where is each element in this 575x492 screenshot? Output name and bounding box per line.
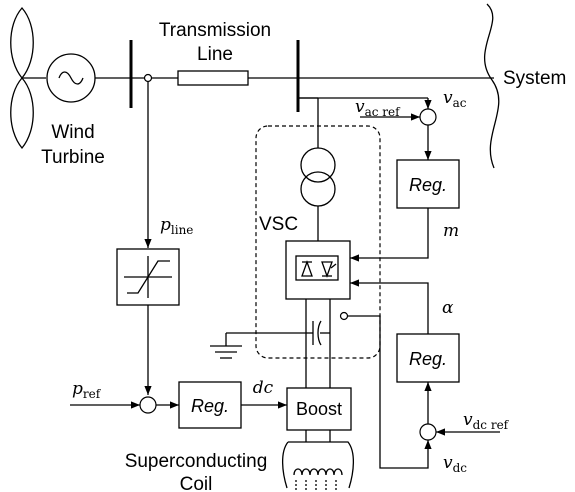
converter-block <box>285 240 351 300</box>
ac-reg-label: Reg. <box>409 175 447 195</box>
system-label: System <box>503 68 566 89</box>
wind-turbine-rotor-icon <box>10 7 46 150</box>
v-dc-ref-label: vdc ref <box>463 410 510 432</box>
transmission-line-impedance <box>177 70 249 86</box>
ground-icon <box>210 333 242 359</box>
saturation-icon <box>124 256 172 298</box>
dc-signal-label: dc <box>253 378 274 398</box>
power-regulator <box>178 381 242 429</box>
p-sum-junction <box>139 396 157 414</box>
m-signal-wire <box>350 208 429 262</box>
wind-turbine-label-line1: Wind <box>51 122 94 143</box>
vac-sum-junction <box>419 108 437 126</box>
v-ac-label: vac <box>443 88 467 110</box>
system-boundary <box>484 3 500 169</box>
vdc-sum-junction <box>419 423 437 441</box>
generator-icon <box>46 53 96 103</box>
power-reg-label: Reg. <box>191 396 229 416</box>
coil-label-line1: Superconducting <box>125 451 268 472</box>
vdc-sense-node <box>339 311 349 321</box>
boost-block <box>286 387 352 431</box>
dc-voltage-regulator <box>396 333 460 383</box>
transformer-icon <box>300 147 336 207</box>
coil-icon <box>281 441 355 490</box>
dc-reg-label: Reg. <box>409 349 447 369</box>
vsc-label: VSC <box>259 214 298 235</box>
wind-turbine-label-line2: Turbine <box>41 147 105 168</box>
m-signal-label: m <box>443 221 459 241</box>
ac-voltage-regulator <box>396 159 460 209</box>
v-ac-ref-label: vac ref <box>355 97 401 119</box>
alpha-signal-label: α <box>442 298 454 318</box>
pline-node <box>143 73 153 83</box>
boost-label: Boost <box>296 399 342 419</box>
alpha-signal-wire <box>350 279 429 334</box>
coil-label-line2: Coil <box>180 474 213 492</box>
transmission-line-label-line2: Line <box>197 44 233 65</box>
p-line-label: pline <box>160 215 193 237</box>
transmission-line-label-line1: Transmission <box>159 20 271 41</box>
v-dc-label: vdc <box>443 453 467 475</box>
thyristor-icon <box>301 260 337 278</box>
p-ref-label: pref <box>72 379 102 401</box>
vdc-sense-wire <box>347 315 432 469</box>
capacitor-icon <box>306 320 330 346</box>
converter-inner <box>295 255 339 281</box>
